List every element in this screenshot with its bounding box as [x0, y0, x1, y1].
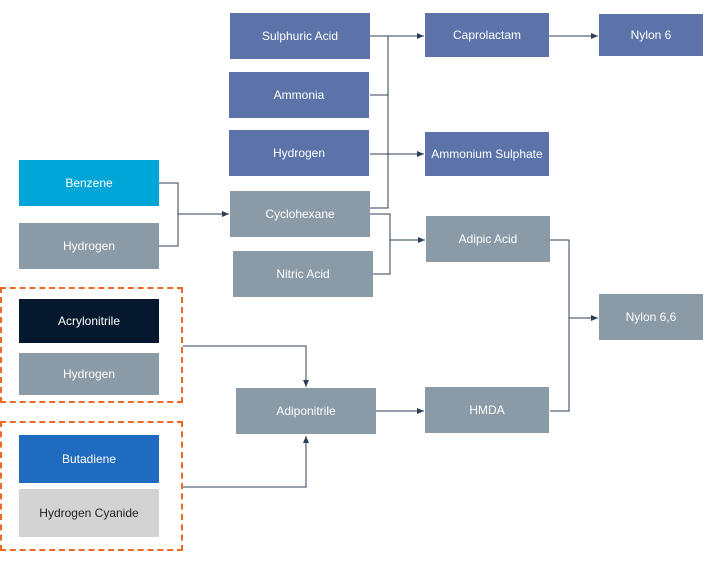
link-nylon66-inputs [550, 239, 570, 412]
acrylonitrile-route-group [0, 287, 183, 403]
link-acrylonitrile-group [183, 345, 309, 387]
link-butadiene-group [183, 436, 309, 488]
node-nylon66: Nylon 6,6 [599, 294, 703, 340]
node-ammonium-sulphate: Ammonium Sulphate [425, 132, 549, 176]
link-caprolactam-inputs [370, 35, 389, 209]
node-hydrogen-acrylonitrile: Hydrogen [19, 353, 159, 395]
node-ammonia: Ammonia [229, 72, 369, 118]
node-nitric-acid: Nitric Acid [233, 251, 373, 297]
node-butadiene: Butadiene [19, 435, 159, 483]
node-adipic-acid: Adipic Acid [426, 216, 550, 262]
node-cyclohexane: Cyclohexane [230, 191, 370, 237]
link-adipic-inputs [370, 213, 391, 275]
node-benzene: Benzene [19, 160, 159, 206]
link-benzene [159, 182, 179, 247]
node-sulphuric-acid: Sulphuric Acid [230, 13, 370, 59]
node-hydrogen-top: Hydrogen [229, 130, 369, 176]
node-caprolactam: Caprolactam [425, 13, 549, 57]
butadiene-route-group [0, 421, 183, 551]
node-adiponitrile: Adiponitrile [236, 388, 376, 434]
node-hydrogen-benzene: Hydrogen [19, 223, 159, 269]
node-hydrogen-cyanide: Hydrogen Cyanide [19, 489, 159, 537]
node-nylon6: Nylon 6 [599, 14, 703, 56]
node-hmda: HMDA [425, 387, 549, 433]
node-acrylonitrile: Acrylonitrile [19, 299, 159, 343]
